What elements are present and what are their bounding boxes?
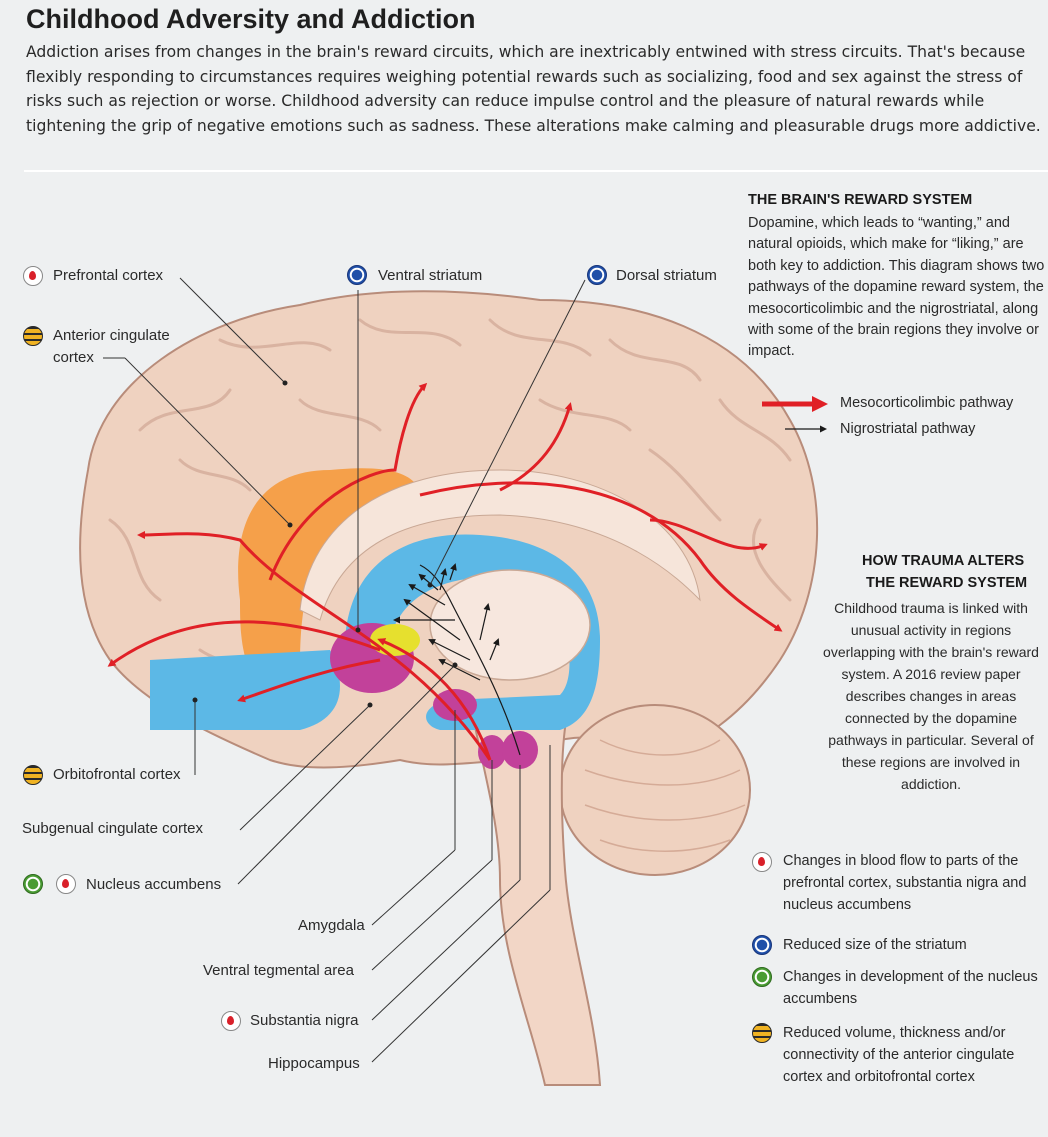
cerebellum [559,704,751,876]
blood-drop-icon [56,874,76,894]
legend-striatum-size: Reduced size of the striatum [783,937,967,953]
trauma-heading-line1: HOW TRAUMA ALTERS [862,553,1025,569]
label-nucleus-accumbens: Nucleus accumbens [86,876,222,893]
legend-blood-flow: Changes in blood flow to parts of the pr… [783,853,1027,913]
label-substantia-nigra: Substantia nigra [250,1012,359,1029]
thalamus [429,569,591,681]
legend-cingulate-orbitofrontal: Reduced volume, thickness and/or connect… [783,1025,1015,1085]
label-orbitofrontal-cortex: Orbitofrontal cortex [53,766,181,783]
blood-drop-icon [752,852,772,872]
orbitofrontal-region [150,650,340,730]
blood-drop-icon [221,1011,241,1031]
green-circle-icon [23,874,43,894]
label-anterior-cingulate-line1: Anterior cingulate [53,327,170,344]
label-anterior-cingulate-line2: cortex [53,349,94,366]
legend-mesocorticolimbic: Mesocorticolimbic pathway [840,395,1014,411]
label-ventral-striatum: Ventral striatum [378,267,483,284]
reward-system-text: Dopamine, which leads to “wanting,” and … [748,215,1045,360]
striped-circle-icon [752,1023,772,1043]
label-amygdala: Amygdala [298,917,365,934]
intro-paragraph: Addiction arises from changes in the bra… [26,43,1041,135]
ventral-striatum-region [370,624,420,656]
legend-nucleus-development: Changes in development of the nucleus ac… [783,969,1038,1007]
label-hippocampus: Hippocampus [268,1055,360,1072]
legend-nigrostriatal: Nigrostriatal pathway [840,421,976,437]
label-ventral-tegmental-area: Ventral tegmental area [203,962,354,979]
brainstem [468,699,602,1086]
blue-circle-icon [587,265,607,285]
blood-drop-icon [23,266,43,286]
trauma-heading-line2: THE REWARD SYSTEM [866,575,1028,591]
trauma-text: Childhood trauma is linked with unusual … [823,600,1039,792]
label-subgenual-cingulate-cortex: Subgenual cingulate cortex [22,820,203,837]
blue-circle-icon [347,265,367,285]
divider [24,170,1048,172]
blue-circle-icon [752,935,772,955]
label-prefrontal-cortex: Prefrontal cortex [53,267,164,284]
striped-circle-icon [23,765,43,785]
striped-circle-icon [23,326,43,346]
label-dorsal-striatum: Dorsal striatum [616,267,717,284]
reward-system-heading: THE BRAIN'S REWARD SYSTEM [748,192,973,208]
green-circle-icon [752,967,772,987]
page-title: Childhood Adversity and Addiction [26,4,476,34]
